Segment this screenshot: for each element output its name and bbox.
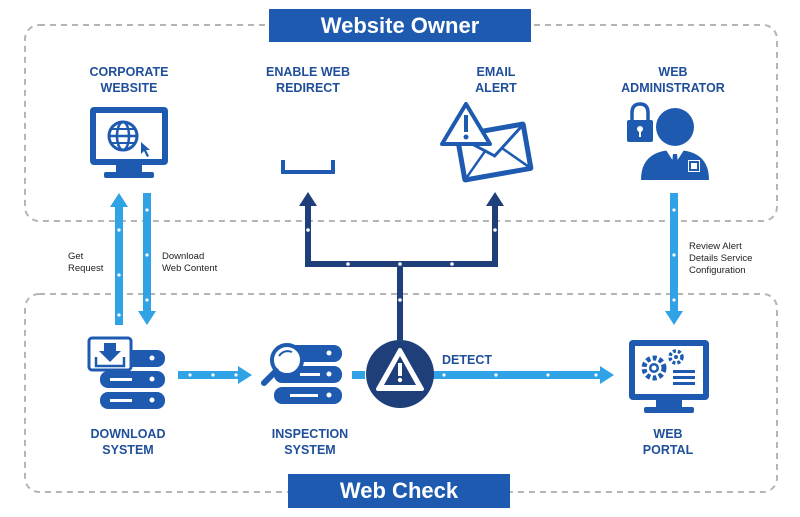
corporate-website-label: CORPORATE WEBSITE	[89, 65, 169, 95]
download-web-content-arrow	[138, 193, 156, 325]
review-alert-label: Review Alert Details Service Configurati…	[689, 241, 753, 276]
inspection-system-label: INSPECTION SYSTEM	[271, 427, 349, 457]
web-portal-label: WEB PORTAL	[642, 427, 694, 457]
review-alert-arrow	[665, 193, 683, 325]
server-magnifier-icon	[261, 343, 342, 404]
website-owner-banner: Website Owner	[269, 9, 531, 42]
warning-circle-icon	[366, 340, 434, 408]
download-web-content-label: Download Web Content	[162, 251, 218, 274]
server-download-icon	[87, 336, 165, 409]
enable-web-redirect-label: ENABLE WEB REDIRECT	[265, 65, 351, 95]
get-request-label: Get Request	[68, 251, 104, 274]
envelope-warning-icon	[440, 102, 534, 183]
download-to-inspection-arrow	[178, 366, 252, 384]
download-system-label: DOWNLOAD SYSTEM	[90, 427, 166, 457]
website-owner-zone	[24, 24, 778, 222]
monitor-gears-icon	[629, 340, 709, 413]
web-administrator-label: WEB ADMINISTRATOR	[621, 65, 725, 95]
admin-user-lock-icon	[627, 102, 709, 180]
detect-to-portal-arrow	[352, 366, 614, 384]
redirect-tray-icon	[281, 160, 335, 174]
redirect-alert-connector	[299, 192, 504, 340]
email-alert-label: EMAIL ALERT	[475, 65, 517, 95]
detect-label: DETECT	[442, 353, 492, 367]
monitor-globe-icon	[90, 107, 168, 178]
web-check-banner: Web Check	[288, 474, 510, 508]
get-request-arrow	[110, 193, 128, 325]
